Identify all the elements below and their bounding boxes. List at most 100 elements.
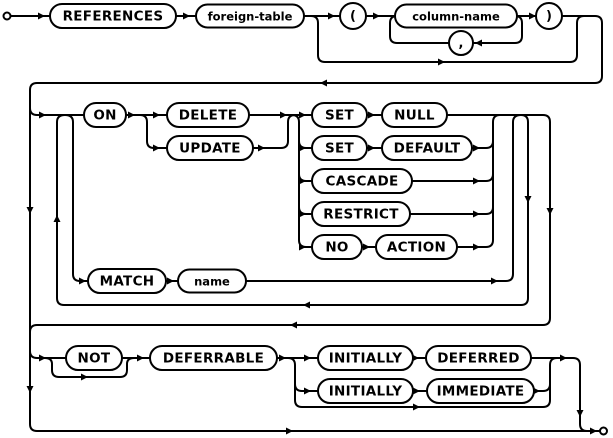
node-deferred: DEFERRED xyxy=(425,345,532,371)
rail-update-merge xyxy=(253,114,296,149)
node-no: NO xyxy=(311,234,363,260)
keyword-box xyxy=(425,345,532,371)
keyword-box xyxy=(375,234,458,260)
keyword-label: MATCH xyxy=(100,274,155,290)
node-references: REFERENCES xyxy=(49,3,177,29)
punctuation-label: ) xyxy=(546,9,552,24)
node-restrict: RESTRICT xyxy=(311,201,411,227)
rail-split-to-restrict xyxy=(298,206,312,215)
rail-final-descent xyxy=(531,357,588,432)
rail-split-to-cascade xyxy=(298,173,312,182)
keyword-label: DEFERRED xyxy=(437,351,520,367)
keyword-label: RESTRICT xyxy=(323,207,399,223)
node-update: UPDATE xyxy=(166,135,254,161)
node-not: NOT xyxy=(65,345,123,371)
rail-split-to-no xyxy=(298,239,312,248)
keyword-box xyxy=(166,102,250,128)
rail-loop-entry xyxy=(29,107,84,116)
node-initially-1: INITIALLY xyxy=(317,345,414,371)
keyword-label: NO xyxy=(325,240,348,256)
node-set-1: SET xyxy=(311,102,368,128)
nonterminal-label: name xyxy=(194,275,230,289)
rail-action-merge xyxy=(457,239,494,248)
keyword-box xyxy=(149,345,278,371)
keyword-label: INITIALLY xyxy=(329,351,403,367)
node-close-paren: ) xyxy=(535,2,563,30)
rail-loopback-line xyxy=(56,122,521,306)
nonterminal-box xyxy=(177,268,247,294)
nonterminal-box xyxy=(195,3,305,29)
keyword-box xyxy=(65,345,123,371)
nonterminal-box xyxy=(394,3,518,29)
keyword-box xyxy=(166,135,254,161)
punctuation-circle xyxy=(339,2,367,30)
node-column-name: column-name xyxy=(394,3,518,29)
rail-right-merge-arc xyxy=(512,113,529,123)
rail-left-merge-arc xyxy=(56,113,74,123)
rail-name-out-up xyxy=(246,122,514,282)
rail-comma-loop-right xyxy=(473,15,523,44)
keyword-box xyxy=(311,135,368,161)
node-immediate: IMMEDIATE xyxy=(426,378,535,404)
keyword-label: UPDATE xyxy=(179,141,241,157)
node-foreign-table: foreign-table xyxy=(195,3,305,29)
rail-split-to-initially2 xyxy=(287,357,318,392)
node-set-2: SET xyxy=(311,135,368,161)
keyword-label: INITIALLY xyxy=(329,384,403,400)
rail-comma-loop-left xyxy=(389,15,449,44)
node-delete: DELETE xyxy=(166,102,250,128)
node-deferrable: DEFERRABLE xyxy=(149,345,278,371)
rail-paren-bypass xyxy=(310,15,585,63)
keyword-label: ACTION xyxy=(387,240,446,256)
keyword-box xyxy=(49,3,177,29)
keyword-box xyxy=(87,268,167,294)
node-initially-2: INITIALLY xyxy=(317,378,414,404)
keyword-box xyxy=(426,378,535,404)
keyword-box xyxy=(311,102,368,128)
node-match: MATCH xyxy=(87,268,167,294)
keyword-label: SET xyxy=(325,141,355,157)
keyword-label: IMMEDIATE xyxy=(437,384,525,400)
rail-on-to-update xyxy=(139,114,167,149)
rail-deferrable-bypass xyxy=(294,357,558,408)
keyword-box xyxy=(311,201,411,227)
connector-lines xyxy=(10,15,603,432)
keyword-box xyxy=(381,102,448,128)
node-name: name xyxy=(177,268,247,294)
keyword-label: DEFERRABLE xyxy=(163,351,264,367)
keyword-label: CASCADE xyxy=(326,174,399,190)
rail-split-to-set2 xyxy=(298,140,312,149)
rail-action-split-vertical xyxy=(291,114,300,240)
rail-not-row-entry xyxy=(29,350,66,359)
rail-cascade-merge xyxy=(412,173,494,182)
node-on: ON xyxy=(83,102,127,128)
rail-default-merge xyxy=(472,114,501,149)
keyword-box xyxy=(317,378,414,404)
nonterminal-label: column-name xyxy=(412,10,500,24)
punctuation-label: , xyxy=(459,36,464,51)
node-comma: , xyxy=(448,30,474,56)
keyword-box xyxy=(317,345,414,371)
node-action: ACTION xyxy=(375,234,458,260)
keyword-label: ON xyxy=(93,108,116,124)
keyword-label: NULL xyxy=(394,108,435,124)
node-cascade: CASCADE xyxy=(311,168,413,194)
rail-not-bypass xyxy=(44,357,135,378)
node-null: NULL xyxy=(381,102,448,128)
arrowheads xyxy=(26,12,597,435)
rail-restrict-merge xyxy=(410,206,494,215)
keyword-label: DEFAULT xyxy=(394,141,461,157)
node-open-paren: ( xyxy=(339,2,367,30)
keyword-box xyxy=(381,135,473,161)
keyword-label: DELETE xyxy=(179,108,237,124)
keyword-label: SET xyxy=(325,108,355,124)
punctuation-circle xyxy=(448,30,474,56)
punctuation-circle xyxy=(535,2,563,30)
nonterminal-label: foreign-table xyxy=(208,10,293,24)
node-default: DEFAULT xyxy=(381,135,473,161)
start-terminal-circle xyxy=(2,11,12,21)
rail-match-branch xyxy=(72,122,88,282)
rail-main-continue-down xyxy=(29,114,551,333)
